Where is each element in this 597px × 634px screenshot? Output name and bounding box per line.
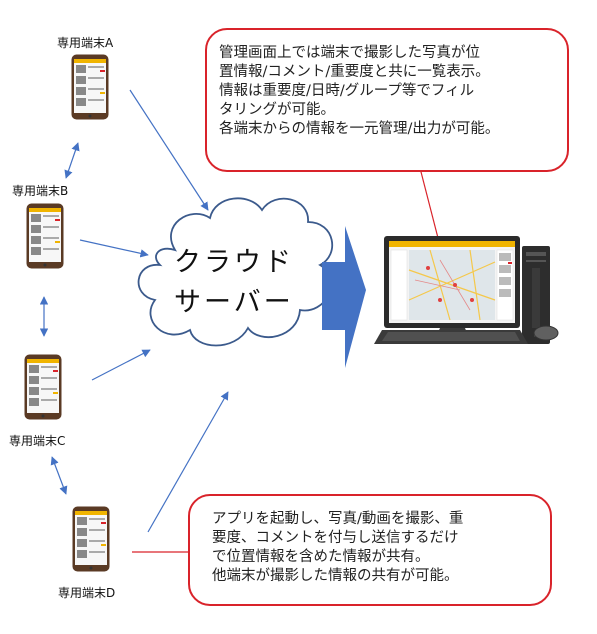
cloud-label-line1: クラウド — [174, 247, 294, 278]
device-c-label: 専用端末C — [9, 434, 66, 448]
callout-app-usage: アプリを起動し、写真/動画を撮影、重 要度、コメントを付与し送信するだけ で位置… — [188, 494, 552, 606]
callout-top-line4: タリングが可能。 — [219, 102, 335, 118]
arrow-a-b — [64, 142, 80, 179]
device-b-label: 専用端末B — [12, 184, 69, 198]
device-b-phone — [26, 203, 64, 269]
cloud-label-line2: サーバー — [174, 287, 294, 318]
device-d-label: 専用端末D — [58, 586, 116, 600]
callout-bottom-line3: で位置情報を含めた情報が共有。 — [212, 549, 430, 565]
callout-top-line2: 置情報/コメント/重要度と共に一覧表示。 — [219, 64, 490, 80]
arrow-b-to-cloud — [79, 239, 149, 258]
big-arrow-to-pc — [322, 226, 366, 368]
device-a-label: 専用端末A — [57, 36, 114, 50]
callout-top-pointer — [419, 167, 439, 239]
arrow-a-to-cloud — [129, 89, 209, 211]
cloud-server-shape — [137, 197, 334, 347]
device-c-phone — [24, 354, 62, 420]
pc-mouse — [533, 325, 559, 341]
callout-top-line1: 管理画面上では端末で撮影した写真が位 — [219, 45, 480, 61]
callout-top-line3: 情報は重要度/日時/グループ等でフィル — [219, 83, 475, 99]
callout-bottom-line4: 他端末が撮影した情報の共有が可能。 — [212, 568, 459, 584]
pc-keyboard — [374, 330, 528, 344]
arrow-d-to-cloud — [147, 391, 229, 533]
arrow-c-d — [50, 456, 68, 495]
arrow-c-to-cloud — [91, 349, 151, 381]
device-a-phone — [71, 54, 109, 120]
callout-admin-screen: 管理画面上では端末で撮影した写真が位 置情報/コメント/重要度と共に一覧表示。 … — [205, 28, 569, 172]
callout-bottom-line2: 要度、コメントを付与し送信するだけ — [212, 530, 459, 546]
device-d-phone — [72, 506, 110, 572]
callout-bottom-line1: アプリを起動し、写真/動画を撮影、重 — [212, 511, 464, 527]
pc-monitor — [384, 236, 520, 344]
callout-top-line5: 各端末からの情報を一元管理/出力が可能。 — [219, 121, 500, 137]
